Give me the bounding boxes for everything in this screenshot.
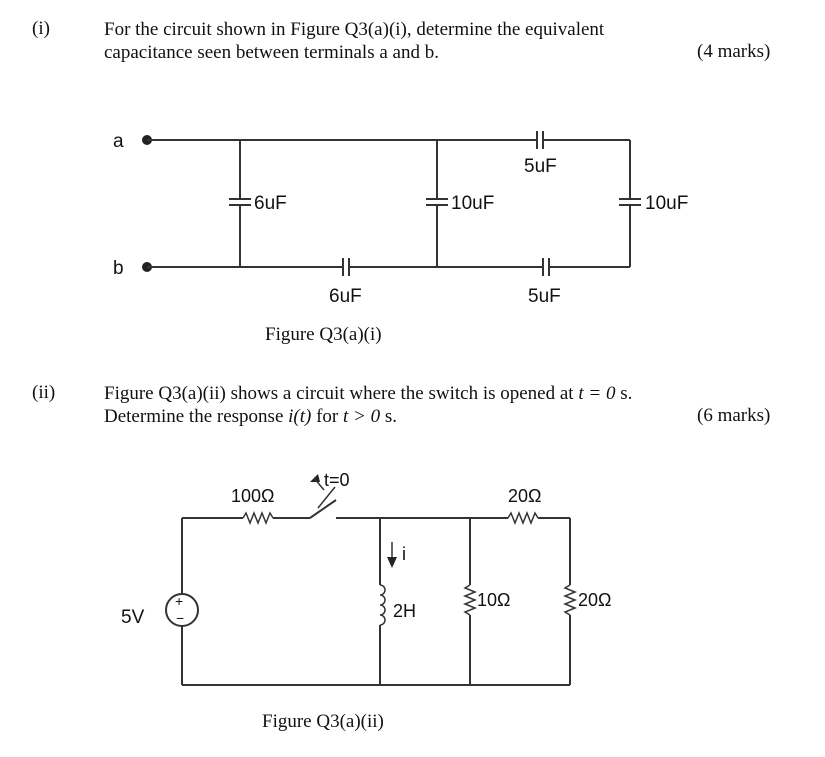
source-plus: +: [175, 593, 183, 609]
question-ii-line1-post: s.: [615, 383, 633, 404]
cap-shunt-2-label: 10uF: [451, 193, 494, 214]
r-shunt-2-label: 20Ω: [578, 590, 611, 610]
figure-caption-i: Figure Q3(a)(i): [265, 324, 382, 345]
question-ii-line2: Determine the response i(t) for t > 0 s.: [104, 405, 397, 428]
question-ii-line2-math1: i(t): [288, 406, 312, 427]
question-ii-line2-math2: t > 0: [343, 406, 381, 427]
question-number-i: (i): [32, 18, 50, 39]
question-ii-line1-math: t = 0: [578, 383, 616, 404]
resistor-10-symbol: [462, 584, 478, 616]
terminal-b-label: b: [113, 258, 124, 279]
switch-label: t=0: [324, 470, 350, 490]
figure-caption-ii: Figure Q3(a)(ii): [262, 711, 384, 732]
r-top-label: 20Ω: [508, 486, 541, 506]
question-ii-line1: Figure Q3(a)(ii) shows a circuit where t…: [104, 382, 804, 405]
question-ii-line2-mid: for: [311, 406, 344, 427]
source-label: 5V: [121, 607, 145, 628]
source-minus: −: [176, 610, 184, 626]
cap-series-top-label: 5uF: [524, 156, 557, 177]
r-shunt-1-label: 10Ω: [477, 590, 510, 610]
cap-series-bottom-2-label: 5uF: [528, 286, 561, 307]
question-ii-line2-pre: Determine the response: [104, 406, 289, 427]
marks-ii: (6 marks): [697, 405, 771, 426]
resistor-20-right-symbol: [562, 584, 578, 616]
current-arrow: [387, 557, 397, 568]
question-number-ii: (ii): [32, 382, 56, 403]
r-series-label: 100Ω: [231, 486, 275, 506]
marks-i: (4 marks): [697, 41, 771, 62]
inductor-symbol: [379, 584, 386, 626]
question-ii-line1-pre: Figure Q3(a)(ii) shows a circuit where t…: [104, 383, 579, 404]
resistor-100-symbol: [242, 510, 274, 526]
terminal-a-label: a: [113, 131, 124, 152]
resistor-20-top-symbol: [507, 510, 539, 526]
question-i-line1: For the circuit shown in Figure Q3(a)(i)…: [104, 19, 605, 40]
cap-shunt-3-label: 10uF: [645, 193, 688, 214]
question-i-line2: capacitance seen between terminals a and…: [104, 42, 439, 63]
question-ii-line2-post: s.: [380, 406, 398, 427]
cap-series-bottom-1-label: 6uF: [329, 286, 362, 307]
cap-shunt-1-label: 6uF: [254, 193, 287, 214]
inductor-label: 2H: [393, 601, 416, 621]
current-label: i: [402, 544, 406, 564]
